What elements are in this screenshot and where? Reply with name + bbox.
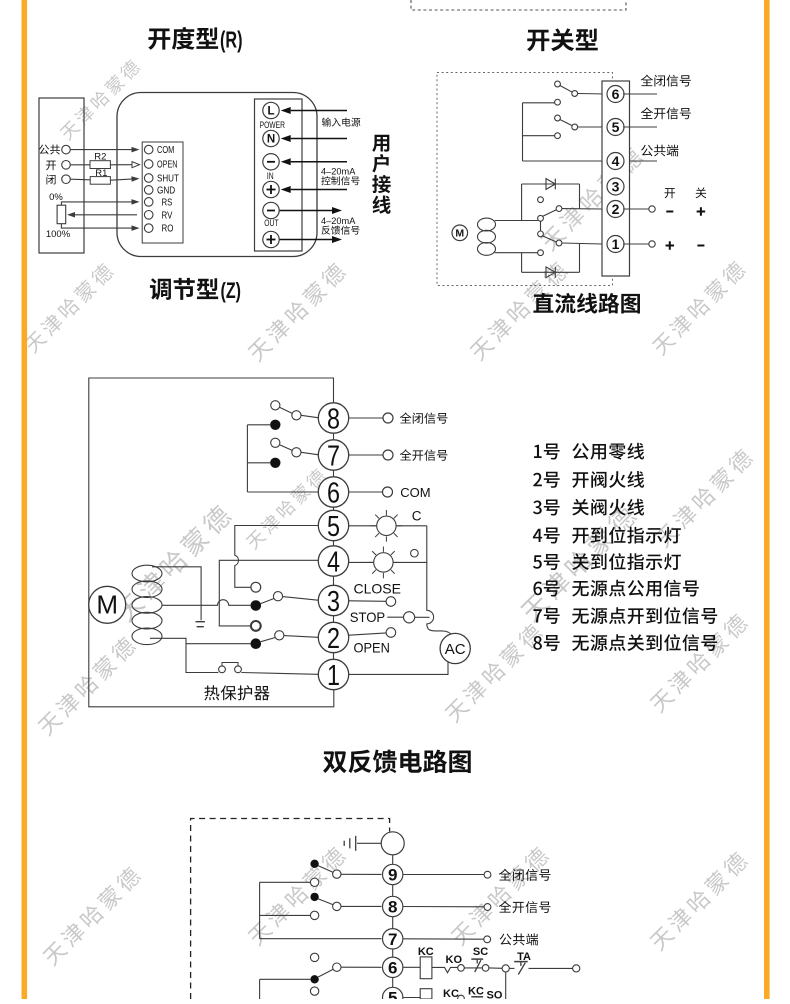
svg-text:COM: COM	[157, 145, 174, 156]
svg-text:OUT: OUT	[264, 218, 279, 228]
svg-text:IN: IN	[267, 171, 274, 181]
svg-text:SO: SO	[487, 990, 503, 1000]
svg-text:AC: AC	[445, 641, 466, 658]
svg-text:3: 3	[327, 586, 340, 618]
svg-text:5: 5	[388, 989, 397, 999]
svg-text:KC: KC	[443, 988, 459, 999]
svg-text:9: 9	[388, 866, 397, 885]
svg-text:7: 7	[327, 440, 340, 472]
svg-text:8: 8	[388, 898, 397, 917]
svg-text:0%: 0%	[49, 192, 63, 203]
svg-text:KO: KO	[446, 954, 463, 966]
svg-text:CLOSE: CLOSE	[354, 581, 402, 597]
svg-text:7: 7	[388, 930, 397, 949]
svg-text:OPEN: OPEN	[354, 640, 390, 656]
svg-text:C: C	[412, 508, 422, 523]
svg-text:RO: RO	[162, 224, 174, 235]
svg-text:5: 5	[327, 511, 340, 543]
svg-text:6: 6	[612, 86, 620, 102]
svg-text:5: 5	[612, 119, 620, 135]
svg-text:2: 2	[327, 623, 340, 655]
svg-text:L: L	[267, 106, 274, 118]
svg-text:M: M	[96, 590, 118, 620]
svg-text:100%: 100%	[46, 229, 71, 240]
svg-text:COM: COM	[400, 485, 430, 500]
svg-text:(Z): (Z)	[221, 278, 242, 303]
svg-text:KC: KC	[418, 946, 434, 958]
svg-text:SC: SC	[473, 946, 488, 958]
svg-text:3: 3	[612, 179, 620, 195]
svg-text:KC: KC	[468, 986, 484, 998]
svg-text:SHUT: SHUT	[157, 174, 179, 185]
svg-text:6: 6	[388, 958, 397, 977]
svg-text:RV: RV	[162, 210, 173, 221]
svg-text:4: 4	[327, 546, 340, 578]
svg-text:OPEN: OPEN	[157, 160, 178, 171]
svg-text:4–20mA: 4–20mA	[321, 167, 356, 178]
svg-text:6: 6	[327, 477, 340, 509]
svg-text:8: 8	[327, 403, 340, 435]
svg-text:1: 1	[612, 236, 620, 252]
svg-text:4: 4	[612, 153, 620, 169]
svg-text:M: M	[455, 228, 464, 240]
svg-text:1: 1	[327, 660, 340, 692]
svg-text:STOP: STOP	[350, 609, 386, 625]
svg-text:2: 2	[612, 201, 620, 217]
svg-text:GND: GND	[157, 186, 175, 197]
svg-text:RS: RS	[162, 198, 173, 209]
svg-text:N: N	[267, 134, 275, 146]
svg-text:POWER: POWER	[260, 120, 286, 130]
svg-text:4–20mA: 4–20mA	[321, 216, 356, 227]
svg-text:(R): (R)	[220, 27, 243, 53]
